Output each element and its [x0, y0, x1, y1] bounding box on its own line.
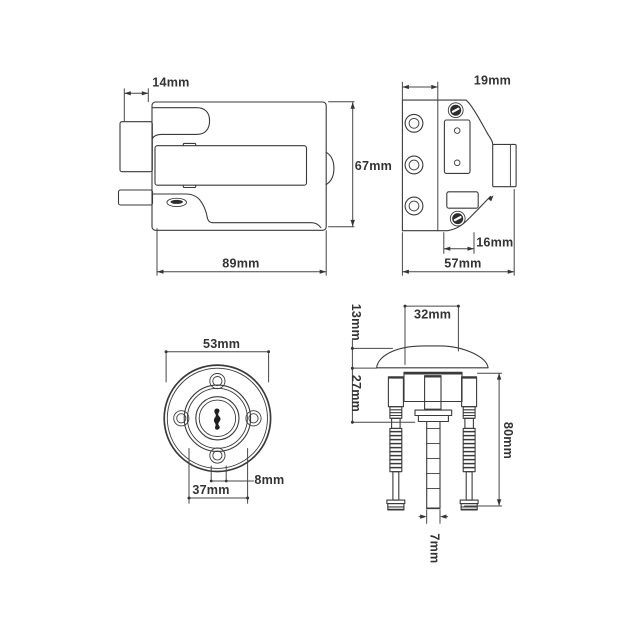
dim-label-head-height: 13mm [349, 304, 363, 341]
dimension-overall-length-80mm: 80mm [464, 372, 515, 507]
view-lock-body-rear: 19mm 16mm 57mm [401, 74, 517, 276]
dim-label-case-height: 67mm [355, 159, 392, 173]
screw-bottom [449, 210, 466, 227]
dim-label-case-width: 89mm [222, 257, 259, 271]
dim-label-case-depth: 57mm [444, 257, 481, 271]
cylinder-head-dome [376, 345, 489, 369]
dimension-outer-diameter-53mm: 53mm [164, 337, 271, 383]
dimension-case-depth-57mm: 57mm [401, 189, 515, 276]
latch-slot [446, 191, 479, 209]
dimension-bolt-projection-14mm: 14mm [123, 75, 189, 122]
lock-case-outline [117, 101, 335, 231]
keep-plate [443, 119, 479, 209]
fixing-bolt-left [386, 406, 406, 511]
case-edge-bump [325, 151, 335, 186]
dimension-case-width-89mm: 89mm [156, 228, 327, 276]
dim-label-body-depth: 27mm [349, 375, 363, 412]
view-lock-body-side: 14mm 67mm 89mm [117, 75, 392, 276]
dim-label-backset: 19mm [474, 74, 511, 88]
dim-label-tailbar-width: 7mm [427, 533, 441, 563]
tailbar [426, 420, 441, 510]
mounting-holes [404, 113, 424, 216]
tailpiece-collar [414, 409, 453, 417]
latch-direction-arrowhead [487, 195, 494, 202]
screw-top [447, 102, 464, 119]
view-escutcheon-front: 53mm 8mm 37mm [163, 337, 284, 504]
screw-slot-oval [166, 197, 187, 208]
dimension-tailbar-width-7mm: 7mm [418, 509, 449, 563]
dimension-head-width-32mm: 32mm [403, 304, 460, 365]
dimension-latch-width-16mm: 16mm [443, 232, 513, 254]
screw-slot-oval-fill [170, 199, 183, 204]
dimension-fixing-centres-37mm: 37mm [187, 448, 250, 504]
dim-label-outer-diameter: 53mm [203, 337, 240, 351]
dimension-body-depth-27mm: 27mm [349, 375, 416, 424]
dim-label-bolt-projection: 14mm [152, 75, 189, 89]
dim-label-keyway-width: 8mm [254, 473, 284, 487]
dimension-head-height-13mm: 13mm [349, 304, 393, 423]
bolt-side-profile [492, 143, 517, 188]
fixing-lugs [173, 373, 262, 464]
fixing-bolt-right [459, 406, 479, 511]
dimension-keyway-width-8mm: 8mm [209, 465, 284, 487]
dim-label-fixing-centres: 37mm [192, 483, 229, 497]
keyway-slot [213, 408, 221, 430]
dimension-backset-19mm: 19mm [401, 74, 511, 90]
dim-label-head-width: 32mm [414, 307, 451, 321]
dimension-case-height-67mm: 67mm [328, 101, 392, 228]
dim-label-overall-length: 80mm [501, 422, 515, 459]
dim-label-latch-width: 16mm [476, 235, 513, 249]
view-cylinder-side: 32mm 13mm 27mm 80mm 7mm [349, 304, 515, 564]
backplate-outline [401, 81, 517, 232]
